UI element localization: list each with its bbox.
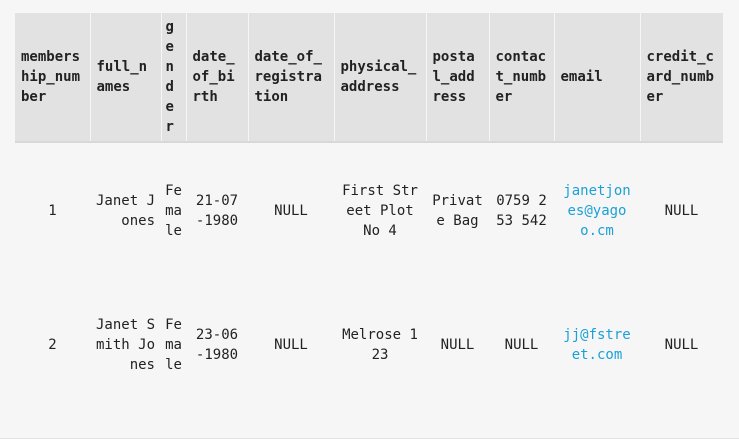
- header-credit-card-number: credit_card_number: [639, 13, 723, 143]
- cell-credit-card-number: NULL: [664, 337, 699, 353]
- header-full-names: full_names: [89, 13, 161, 143]
- cell-physical-address: First Street Plot No 4: [342, 182, 418, 239]
- cell-gender: Female: [165, 317, 182, 373]
- header-physical-address: physical_address: [333, 13, 426, 143]
- cell-contact-number: NULL: [504, 337, 539, 353]
- cell-credit-card-number: NULL: [664, 202, 699, 219]
- cell-date-of-birth: 23-06-1980: [195, 327, 239, 363]
- members-table: membership_number full_names gender date…: [15, 13, 723, 412]
- cell-date-of-registration: NULL: [274, 337, 308, 353]
- header-postal-address: postal_address: [425, 13, 489, 143]
- cell-date-of-registration: NULL: [274, 202, 308, 219]
- header-row: membership_number full_names gender date…: [15, 13, 723, 143]
- cell-contact-number: 0759 253 542: [496, 192, 547, 229]
- header-contact-number: contact_number: [488, 13, 554, 143]
- cell-email: janetjones@yagoo.cm: [554, 142, 640, 278]
- cell-gender: Female: [165, 182, 182, 239]
- cell-postal-address: Private Bag: [432, 192, 483, 229]
- email-link[interactable]: jj@fstreet.com: [563, 327, 631, 363]
- table-row: 1 Janet Jones Female 21-07-1980 NULL Fir…: [15, 142, 723, 278]
- header-membership-number: membership_number: [15, 13, 90, 143]
- email-link[interactable]: janetjones@yagoo.cm: [563, 182, 631, 239]
- cell-date-of-birth: 21-07-1980: [195, 192, 239, 229]
- cell-membership-number: 2: [48, 337, 57, 353]
- table-row: 2 Janet Smith Jones Female 23-06-1980 NU…: [15, 278, 723, 412]
- cell-full-names: Janet Jones: [96, 192, 156, 229]
- cell-email: jj@fstreet.com: [554, 278, 640, 412]
- cell-full-names: Janet Smith Jones: [96, 317, 156, 373]
- header-date-of-registration: date_of_registration: [247, 13, 334, 143]
- cell-postal-address: NULL: [440, 337, 475, 353]
- header-gender: gender: [160, 13, 186, 143]
- cell-membership-number: 1: [48, 202, 57, 219]
- header-email: email: [553, 13, 640, 143]
- header-date-of-birth: date_of_birth: [185, 13, 248, 143]
- cell-physical-address: Melrose 123: [342, 327, 418, 363]
